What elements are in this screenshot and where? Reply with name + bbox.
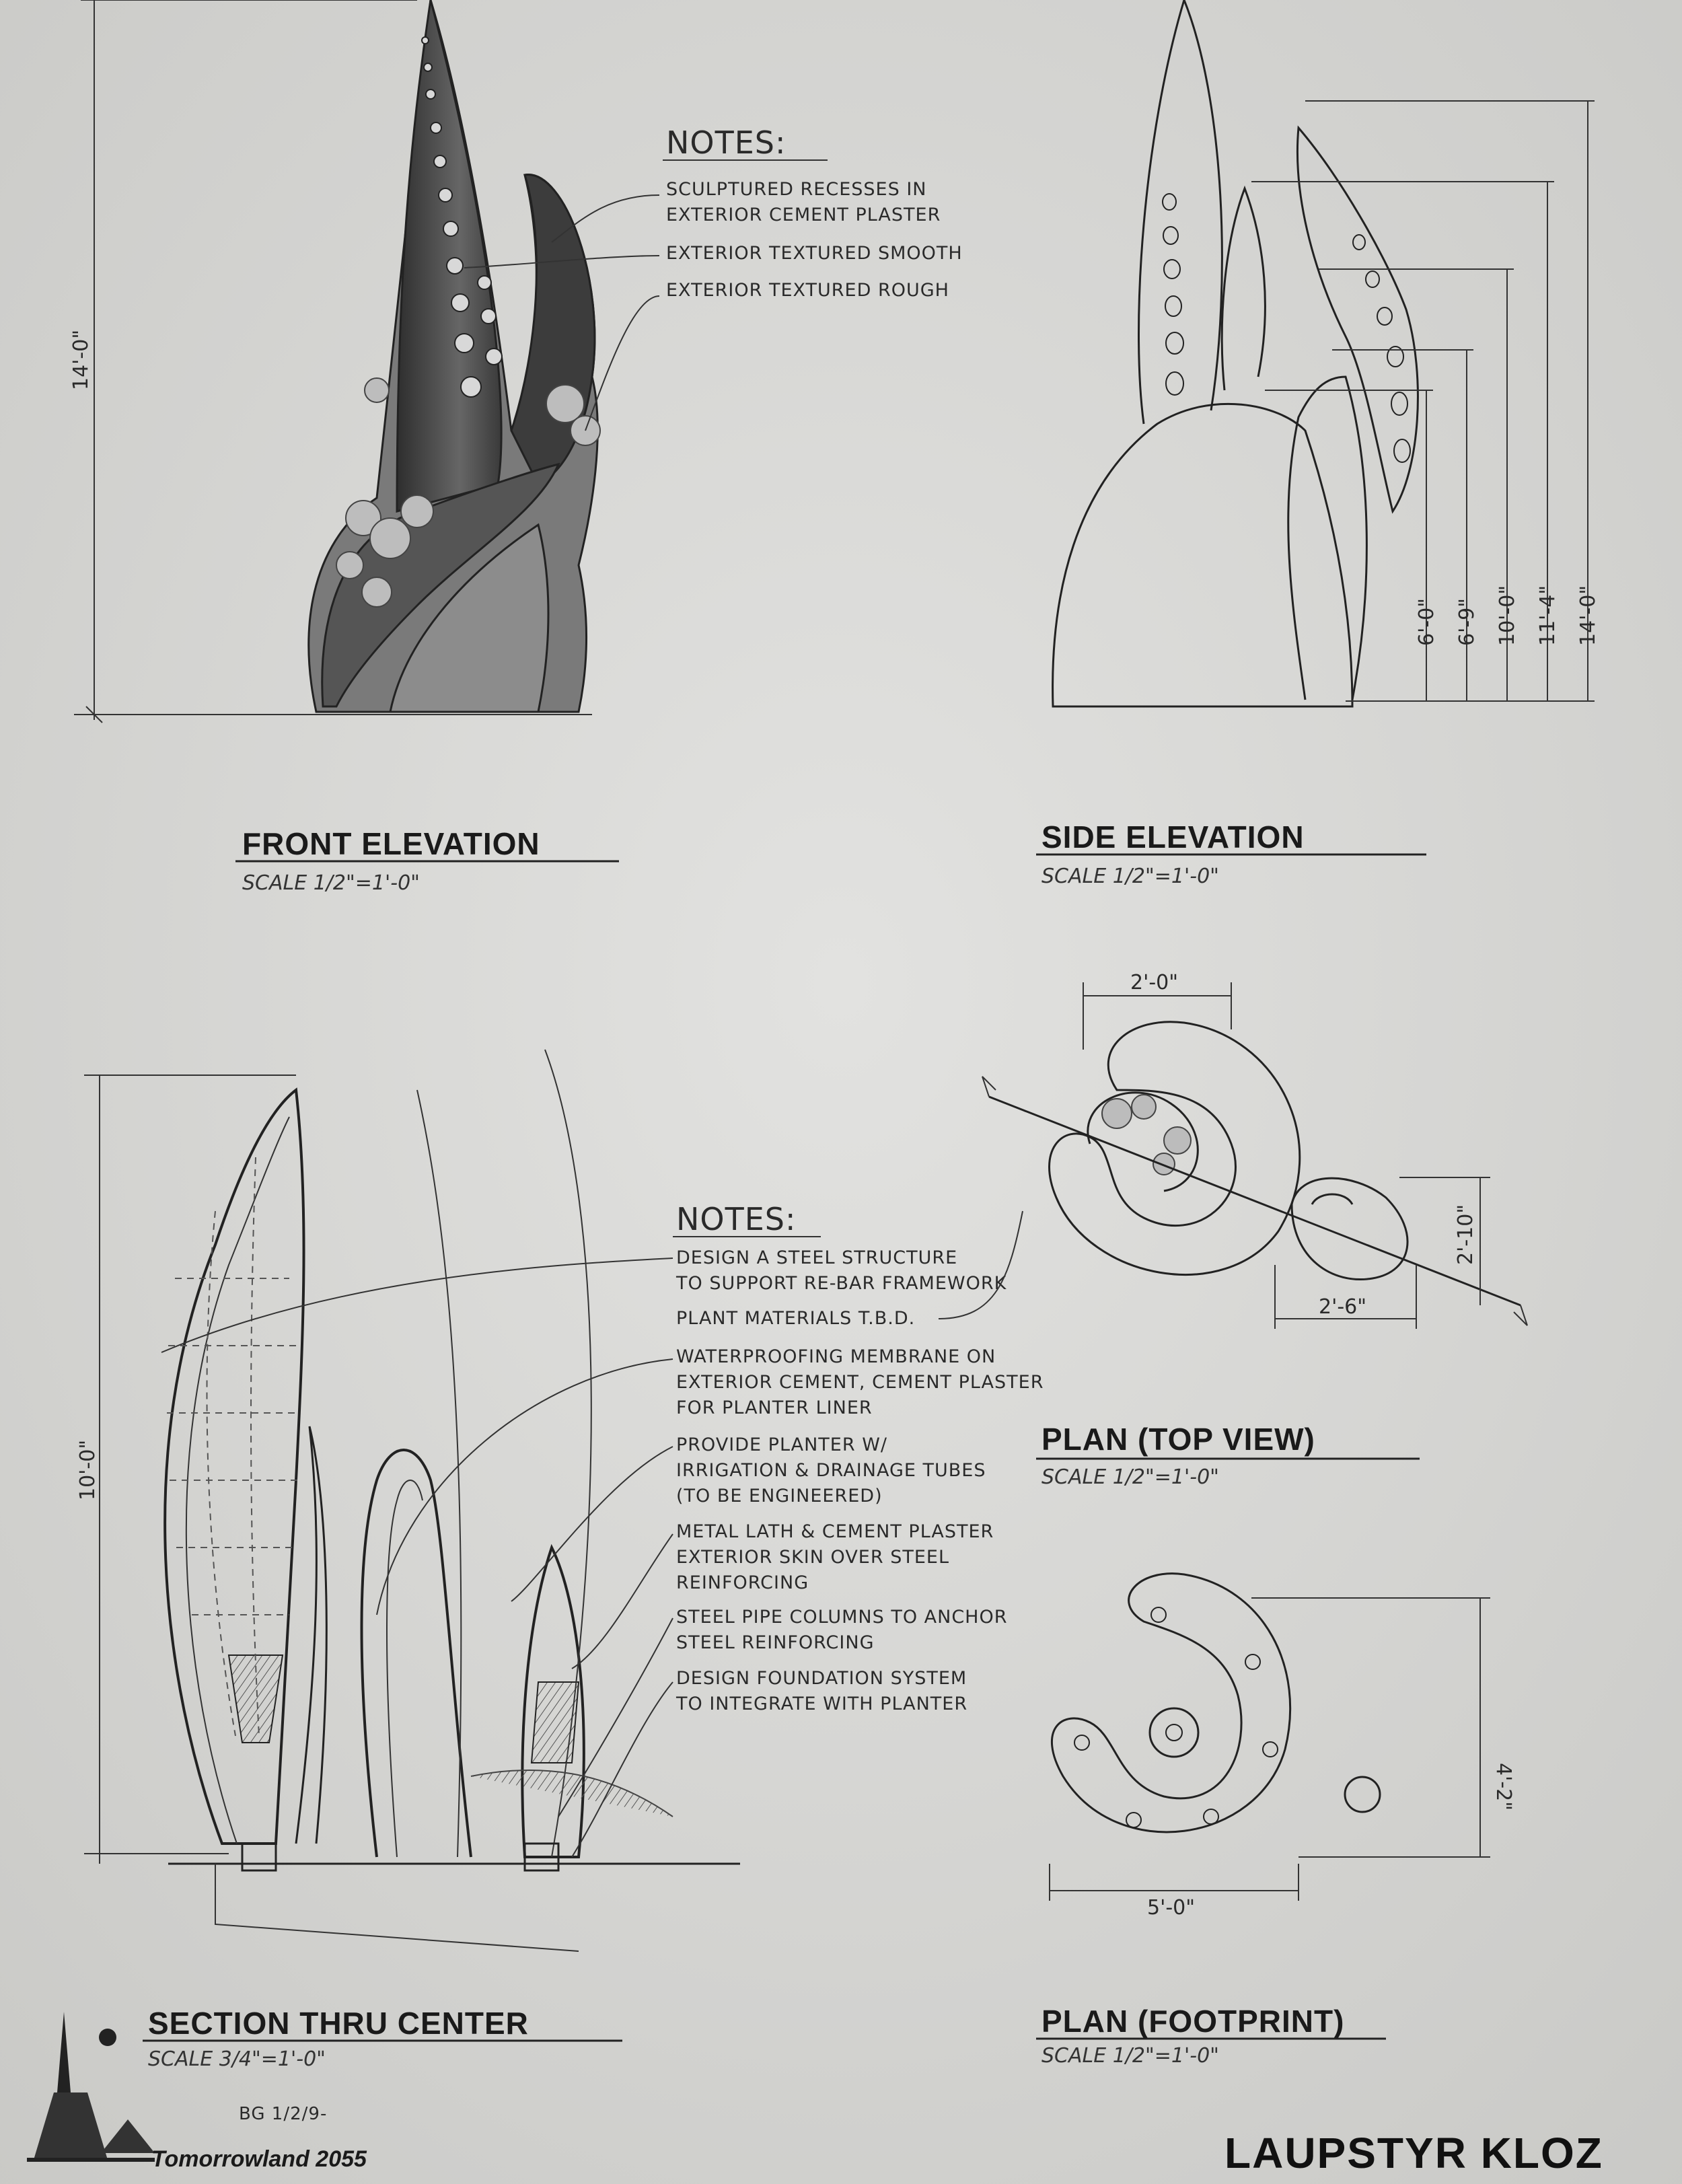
section-notes-heading: NOTES: bbox=[676, 1201, 796, 1237]
section-note-16: TO INTEGRATE WITH PLANTER bbox=[675, 1694, 967, 1714]
front-notes-heading: NOTES: bbox=[666, 124, 786, 161]
section-cut-line bbox=[988, 1095, 1521, 1307]
section-note-5: EXTERIOR CEMENT, CEMENT PLASTER bbox=[676, 1372, 1044, 1393]
recess-dots bbox=[421, 36, 503, 398]
section-note-6: FOR PLANTER LINER bbox=[676, 1397, 873, 1418]
top-dim-depth: 2'-10" bbox=[1454, 1204, 1477, 1265]
section-note-4: WATERPROOFING MEMBRANE ON bbox=[676, 1346, 996, 1367]
footprint-dimensions: 5'-0" 4'-2" bbox=[1049, 1597, 1515, 1920]
title-block: Tomorrowland 2055 BG 1/2/9- LAUPSTYR KLO… bbox=[27, 2012, 1603, 2177]
footprint-dim-depth: 4'-2" bbox=[1492, 1763, 1515, 1811]
section-note-13: STEEL PIPE COLUMNS TO ANCHOR bbox=[676, 1607, 1007, 1628]
section-notes: DESIGN A STEEL STRUCTURE TO SUPPORT RE-B… bbox=[675, 1247, 1044, 1714]
side-height-dimensions: 6'-0" 6'-9" 10'-0" 11'-4" 14'-0" bbox=[1251, 100, 1600, 702]
section-scale: SCALE 3/4"=1'-0" bbox=[148, 2047, 326, 2071]
section-note-10: METAL LATH & CEMENT PLASTER bbox=[676, 1521, 994, 1542]
side-elevation-scale: SCALE 1/2"=1'-0" bbox=[1041, 865, 1219, 888]
side-dim-5: 14'-0" bbox=[1576, 585, 1600, 646]
front-note-1: SCULPTURED RECESSES IN bbox=[666, 179, 926, 200]
section-bullet bbox=[99, 2029, 116, 2046]
brand-name: Tomorrowland 2055 bbox=[151, 2146, 367, 2172]
side-dim-2: 6'-9" bbox=[1455, 598, 1479, 646]
plan-top-scale: SCALE 1/2"=1'-0" bbox=[1041, 1465, 1219, 1489]
section-note-8: IRRIGATION & DRAINAGE TUBES bbox=[676, 1460, 986, 1481]
front-sculpture-drawing bbox=[307, 0, 601, 713]
side-dim-4: 11'-4" bbox=[1536, 585, 1560, 646]
front-note-3: EXTERIOR TEXTURED SMOOTH bbox=[666, 243, 963, 264]
plan-top-view: 2'-0" 2'-10" 2'-6" PLAN (TOP VIEW) SCALE… bbox=[982, 971, 1528, 1489]
section-height-label: 10'-0" bbox=[76, 1440, 100, 1500]
plan-top-title: PLAN (TOP VIEW) bbox=[1041, 1422, 1315, 1457]
plan-footprint-title: PLAN (FOOTPRINT) bbox=[1041, 2004, 1344, 2039]
section-note-7: PROVIDE PLANTER W/ bbox=[676, 1434, 887, 1455]
section-note-11: EXTERIOR SKIN OVER STEEL bbox=[676, 1547, 949, 1568]
section-leader-lines bbox=[161, 1210, 1023, 1858]
designer-initials: BG 1/2/9- bbox=[239, 2104, 327, 2124]
secondary-column bbox=[1344, 1776, 1381, 1813]
section-note-9: (TO BE ENGINEERED) bbox=[676, 1486, 883, 1506]
side-dim-1: 6'-0" bbox=[1415, 598, 1438, 646]
front-elevation-title: FRONT ELEVATION bbox=[242, 826, 540, 861]
front-elevation: 14'-0" NOTES: SCULPTURED RECESSES IN bbox=[69, 0, 963, 895]
foliage bbox=[336, 377, 601, 608]
side-elevation-title: SIDE ELEVATION bbox=[1041, 820, 1305, 854]
center-column bbox=[1148, 1707, 1200, 1758]
plan-footprint-scale: SCALE 1/2"=1'-0" bbox=[1041, 2044, 1219, 2068]
front-height-label: 14'-0" bbox=[69, 330, 93, 390]
section-note-12: REINFORCING bbox=[676, 1572, 809, 1593]
side-recess-dots bbox=[1162, 193, 1411, 463]
section-note-1: DESIGN A STEEL STRUCTURE bbox=[676, 1247, 957, 1268]
top-dim-bulb: 2'-6" bbox=[1319, 1295, 1366, 1319]
footprint-dim-width: 5'-0" bbox=[1147, 1896, 1195, 1920]
section-note-15: DESIGN FOUNDATION SYSTEM bbox=[676, 1668, 967, 1689]
section-note-14: STEEL REINFORCING bbox=[676, 1632, 875, 1653]
side-elevation: 6'-0" 6'-9" 10'-0" 11'-4" 14'-0" SIDE EL… bbox=[1036, 0, 1600, 888]
top-dim-width: 2'-0" bbox=[1130, 971, 1178, 994]
side-dim-3: 10'-0" bbox=[1496, 585, 1519, 646]
footprint-bolt-holes bbox=[1074, 1607, 1278, 1828]
front-leader-lines bbox=[464, 194, 660, 431]
plan-footprint: 5'-0" 4'-2" PLAN (FOOTPRINT) SCALE 1/2"=… bbox=[1036, 1572, 1515, 2068]
top-view-foliage bbox=[1101, 1094, 1192, 1175]
tomorrowland-logo bbox=[27, 2012, 155, 2162]
section-thru-center: 10'-0" NOTES: DESIG bbox=[76, 1049, 1044, 2071]
front-elevation-scale: SCALE 1/2"=1'-0" bbox=[242, 871, 420, 895]
project-name: LAUPSTYR KLOZ bbox=[1224, 2129, 1603, 2177]
section-drawing bbox=[163, 1049, 740, 1952]
side-sculpture-drawing bbox=[1052, 0, 1419, 708]
section-note-2: TO SUPPORT RE-BAR FRAMEWORK bbox=[675, 1273, 1007, 1294]
top-view-drawing bbox=[982, 1021, 1528, 1326]
top-view-dimensions: 2'-0" 2'-10" 2'-6" bbox=[1083, 971, 1490, 1329]
section-title: SECTION THRU CENTER bbox=[148, 2006, 529, 2041]
front-note-2: EXTERIOR CEMENT PLASTER bbox=[666, 205, 941, 225]
section-note-3: PLANT MATERIALS T.B.D. bbox=[676, 1308, 915, 1329]
rebar-grid bbox=[167, 1157, 299, 1737]
front-height-dimension: 14'-0" bbox=[69, 0, 592, 723]
footprint-drawing bbox=[1050, 1572, 1381, 1833]
section-height-dimension: 10'-0" bbox=[76, 1075, 296, 1864]
front-note-4: EXTERIOR TEXTURED ROUGH bbox=[666, 280, 949, 301]
